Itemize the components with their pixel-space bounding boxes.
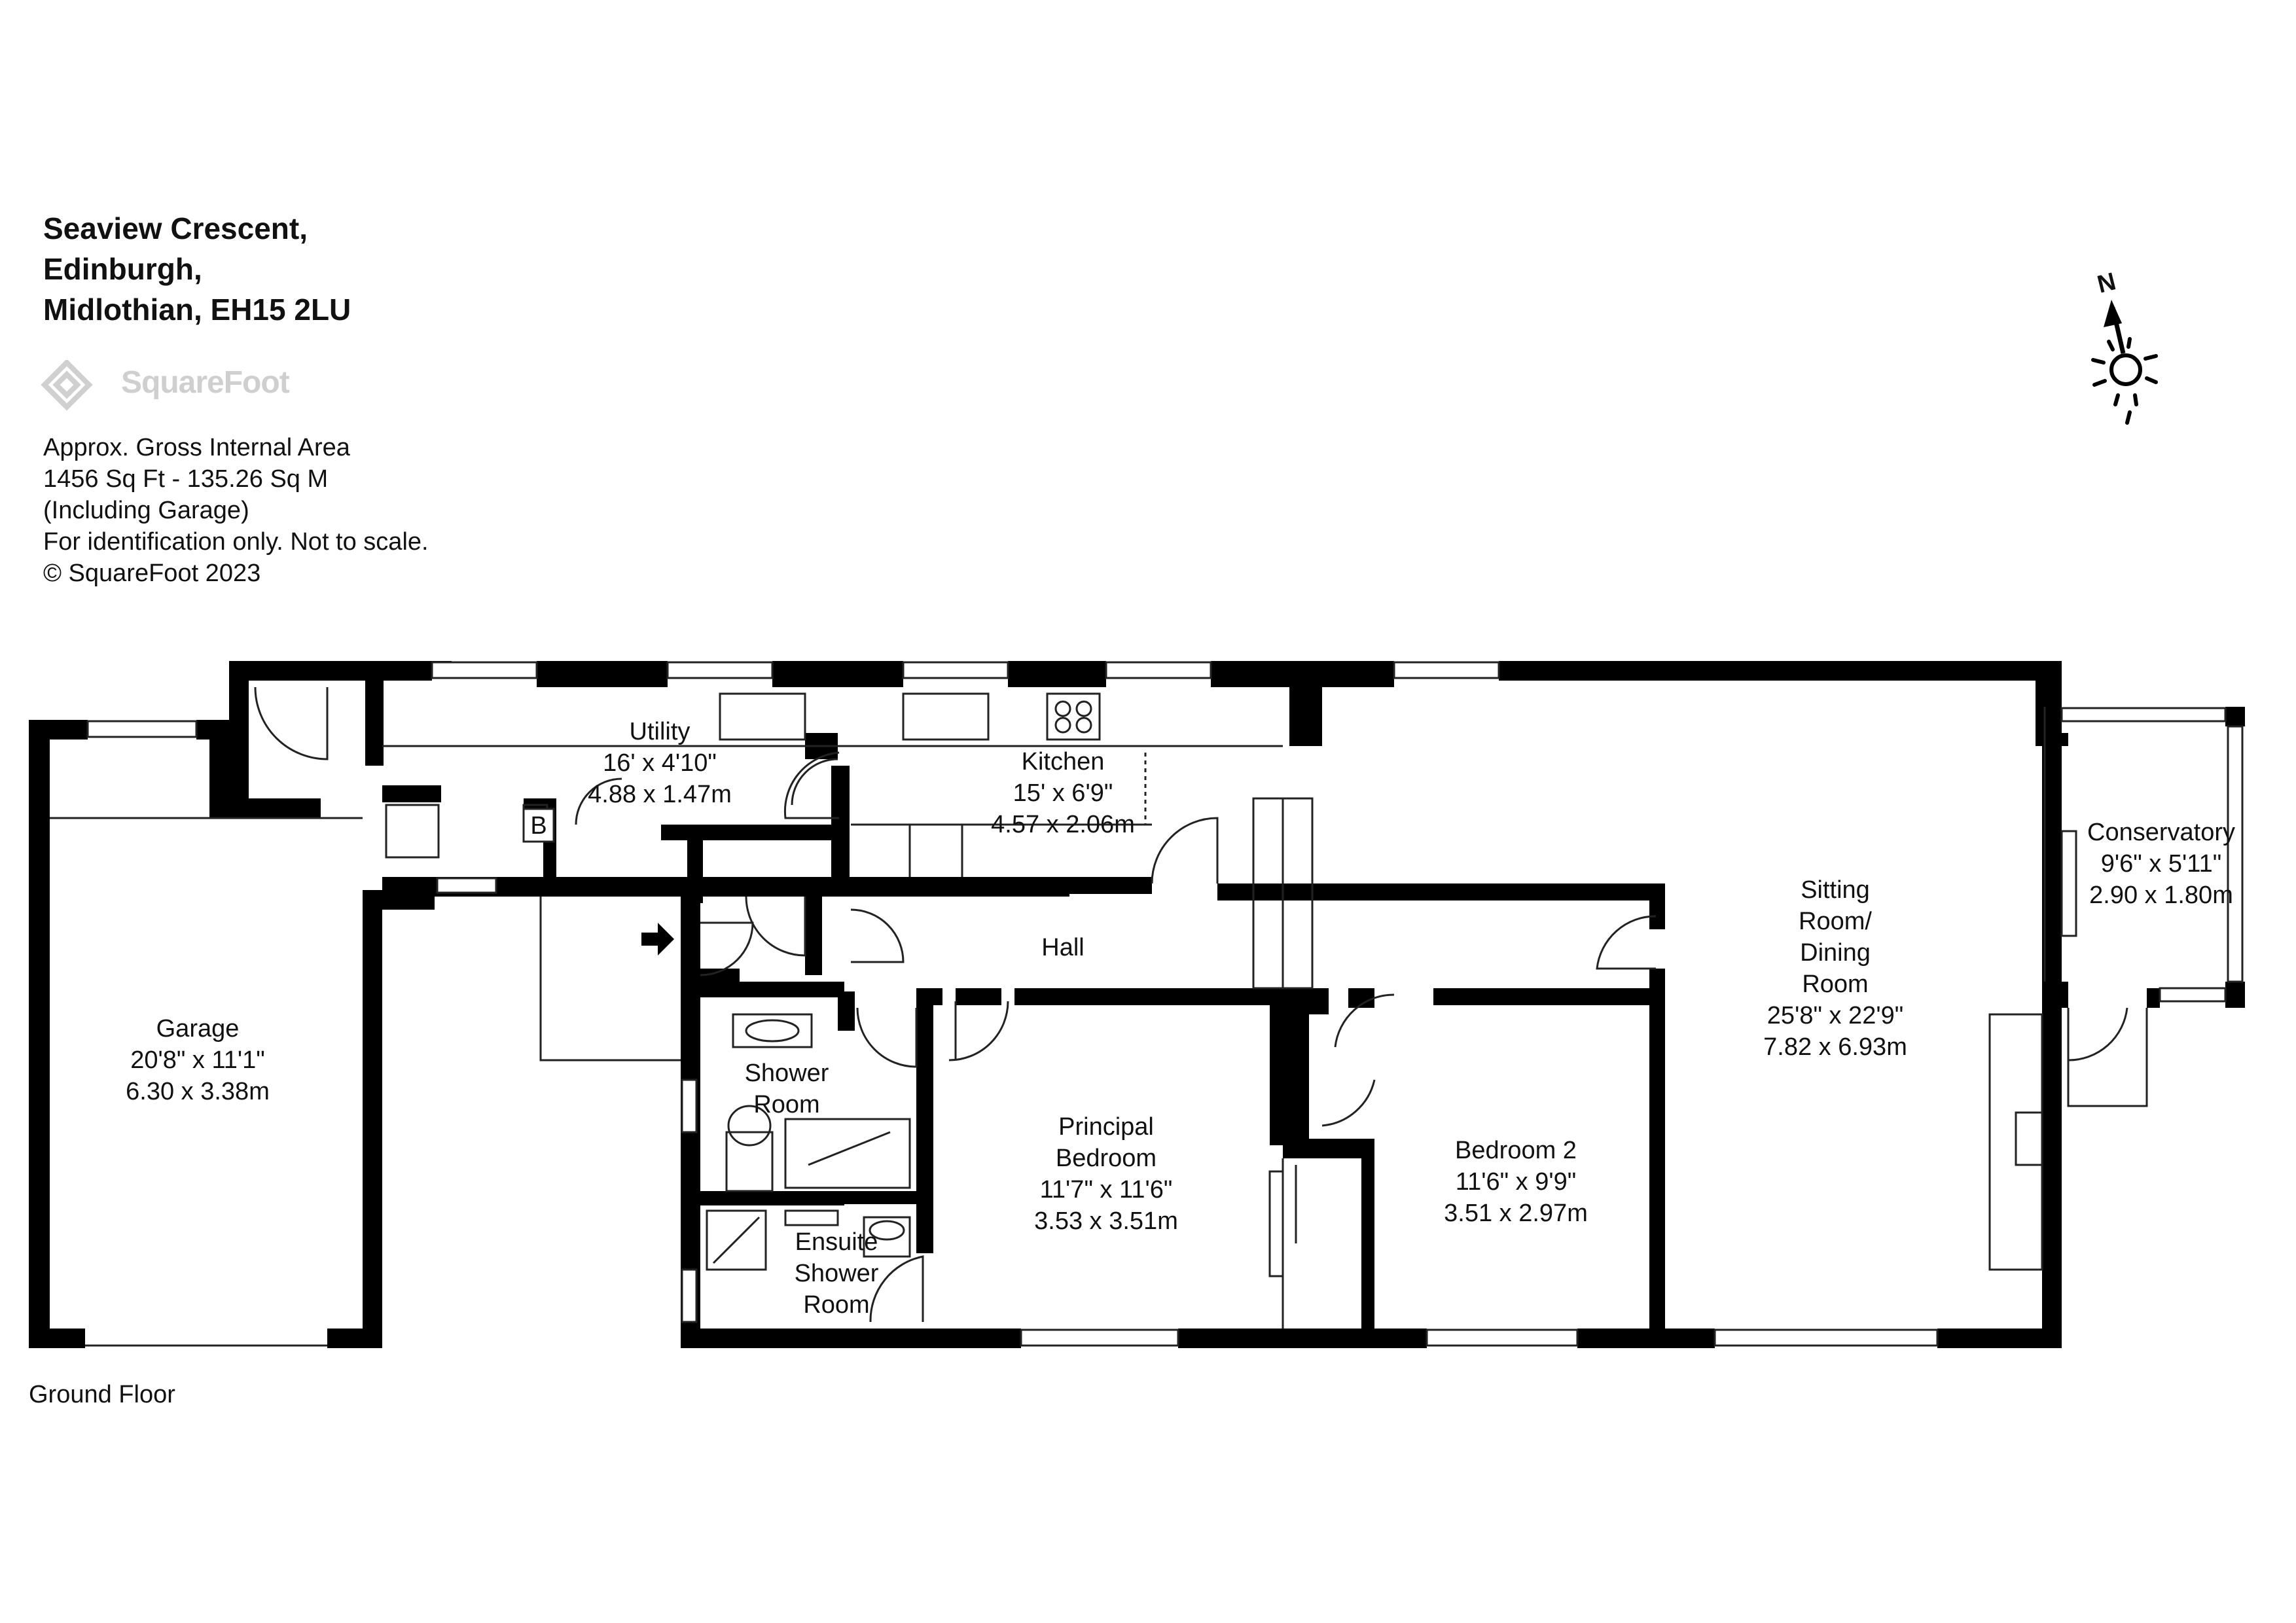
boiler-box: B — [522, 808, 555, 843]
shower-room-line-2: Room — [753, 1091, 819, 1118]
utility-metric: 4.88 x 1.47m — [588, 781, 732, 808]
kitchen-imperial: 15' x 6'9" — [1013, 779, 1113, 807]
principal-bedroom-imperial: 11'7" x 11'6" — [1040, 1176, 1173, 1204]
ensuite-line-3: Room — [803, 1291, 869, 1319]
conservatory-metric: 2.90 x 1.80m — [2089, 882, 2233, 909]
area-info-line-5: © SquareFoot 2023 — [43, 560, 261, 587]
doors — [254, 687, 2128, 1323]
sitting-metric: 7.82 x 6.93m — [1763, 1033, 1907, 1061]
area-info-line-4: For identification only. Not to scale. — [43, 528, 429, 556]
room-sitting: Sitting Room/ Dining Room 25'8" x 22'9" … — [1763, 876, 1907, 1061]
kitchen-name: Kitchen — [1022, 748, 1105, 776]
room-garage: Garage 20'8" x 11'1" 6.30 x 3.38m — [126, 1015, 270, 1105]
sitting-line-3: Dining — [1800, 939, 1871, 967]
logo-wordmark: SquareFoot — [121, 365, 290, 400]
ensuite-line-2: Shower — [795, 1260, 879, 1287]
ensuite-line-1: Ensuite — [795, 1228, 878, 1256]
entrance-arrow-icon — [641, 923, 674, 955]
principal-bedroom-metric: 3.53 x 3.51m — [1034, 1207, 1178, 1235]
bedroom2-name: Bedroom 2 — [1455, 1137, 1577, 1164]
address-line-1: Seaview Crescent, — [43, 211, 308, 245]
principal-bedroom-line-1: Principal — [1058, 1113, 1154, 1141]
room-principal-bedroom: Principal Bedroom 11'7" x 11'6" 3.53 x 3… — [1034, 1113, 1178, 1235]
room-shower: Shower Room — [745, 1060, 829, 1118]
compass-icon: N — [2091, 268, 2158, 425]
area-info-line-2: 1456 Sq Ft - 135.26 Sq M — [43, 465, 329, 493]
principal-bedroom-line-2: Bedroom — [1056, 1145, 1157, 1172]
room-conservatory: Conservatory 9'6" x 5'11" 2.90 x 1.80m — [2087, 819, 2235, 909]
sitting-line-1: Sitting — [1801, 876, 1870, 904]
floor-label: Ground Floor — [29, 1381, 175, 1408]
kitchen-metric: 4.57 x 2.06m — [991, 811, 1135, 838]
room-kitchen: Kitchen 15' x 6'9" 4.57 x 2.06m — [991, 748, 1135, 838]
garage-name: Garage — [156, 1015, 240, 1043]
bedroom2-metric: 3.51 x 2.97m — [1444, 1200, 1588, 1227]
garage-metric: 6.30 x 3.38m — [126, 1078, 270, 1105]
room-ensuite: Ensuite Shower Room — [795, 1228, 879, 1319]
area-info-line-1: Approx. Gross Internal Area — [43, 434, 350, 461]
utility-imperial: 16' x 4'10" — [603, 749, 717, 777]
room-utility: Utility 16' x 4'10" 4.88 x 1.47m — [588, 718, 732, 808]
sitting-imperial: 25'8" x 22'9" — [1767, 1002, 1903, 1029]
utility-name: Utility — [630, 718, 691, 745]
address-line-3: Midlothian, EH15 2LU — [43, 293, 351, 327]
boiler-label: B — [530, 812, 547, 840]
address-line-2: Edinburgh, — [43, 252, 202, 286]
squarefoot-logo-icon — [41, 359, 93, 411]
fixtures — [50, 692, 2148, 1347]
sitting-line-2: Room/ — [1799, 908, 1872, 935]
walls — [29, 661, 2245, 1348]
windows — [86, 661, 2244, 1347]
area-info-line-3: (Including Garage) — [43, 497, 249, 524]
squarefoot-logo: SquareFoot — [41, 359, 329, 411]
room-bedroom-2: Bedroom 2 11'6" x 9'9" 3.51 x 2.97m — [1444, 1137, 1588, 1227]
garage-imperial: 20'8" x 11'1" — [130, 1046, 265, 1074]
property-address: Seaview Crescent, Edinburgh, Midlothian,… — [43, 208, 351, 330]
shower-room-line-1: Shower — [745, 1060, 829, 1087]
sitting-line-4: Room — [1802, 971, 1868, 998]
area-info: Approx. Gross Internal Area 1456 Sq Ft -… — [43, 432, 429, 589]
bedroom2-imperial: 11'6" x 9'9" — [1456, 1168, 1576, 1196]
conservatory-name: Conservatory — [2087, 819, 2235, 846]
room-hall: Hall — [1041, 934, 1084, 961]
conservatory-imperial: 9'6" x 5'11" — [2101, 850, 2221, 878]
hall-name: Hall — [1041, 934, 1084, 961]
compass-north-label: N — [2094, 268, 2119, 298]
